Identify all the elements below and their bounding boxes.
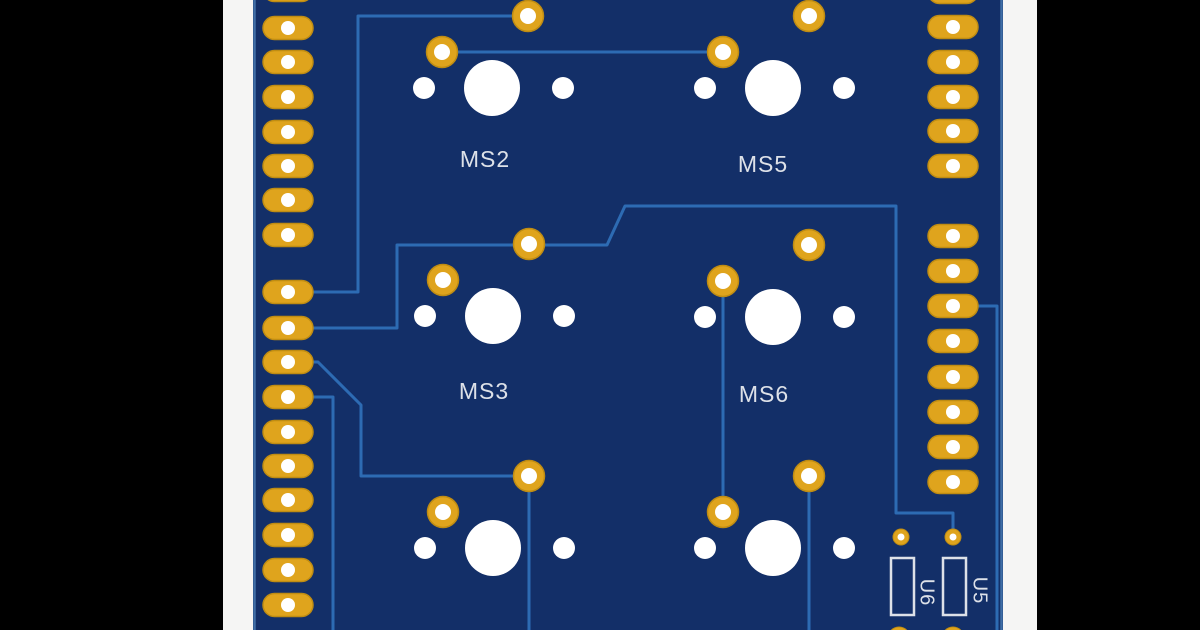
drill-hole (801, 237, 817, 253)
ic-outline-u6 (889, 556, 916, 617)
drill-hole (281, 285, 295, 299)
drill-hole (281, 125, 295, 139)
ic-label-u6: U6 (915, 578, 938, 607)
drill-hole (801, 468, 817, 484)
switch-center-hole (465, 288, 521, 344)
switch-fixing-hole (694, 77, 716, 99)
bottom-pad (890, 626, 908, 630)
drill-hole (946, 370, 960, 384)
switch-label-ms3: MS3 (458, 378, 510, 404)
drill-hole (946, 90, 960, 104)
bottom-pad (944, 626, 962, 630)
drill-hole (946, 440, 960, 454)
drill-hole (281, 355, 295, 369)
drill-hole (281, 598, 295, 612)
drill-hole (281, 159, 295, 173)
drill-hole (281, 459, 295, 473)
drill-hole (946, 475, 960, 489)
header-pad (930, 0, 976, 5)
switch-fixing-hole (413, 77, 435, 99)
copper-trace (286, 14, 530, 294)
switch-label-ms5: MS5 (737, 151, 789, 177)
switch-center-hole (464, 60, 520, 116)
drill-hole (281, 425, 295, 439)
switch-fixing-hole (833, 306, 855, 328)
drill-hole (281, 55, 295, 69)
switch-center-hole (745, 60, 801, 116)
switch-fixing-hole (694, 306, 716, 328)
switch-center-hole (745, 289, 801, 345)
switch-label-ms2: MS2 (459, 146, 511, 172)
header-pad (267, 0, 309, 3)
drill-hole (435, 272, 451, 288)
drill-hole (801, 8, 817, 24)
drill-hole (281, 228, 295, 242)
drill-hole (435, 504, 451, 520)
drill-hole (946, 264, 960, 278)
drill-hole (715, 44, 731, 60)
drill-hole (281, 321, 295, 335)
drill-hole (281, 528, 295, 542)
drill-hole (281, 90, 295, 104)
drill-hole (281, 193, 295, 207)
drill-hole (946, 55, 960, 69)
drill-hole (946, 405, 960, 419)
drill-hole (946, 299, 960, 313)
drill-hole (434, 44, 450, 60)
switch-fixing-hole (553, 305, 575, 327)
switch-fixing-hole (833, 537, 855, 559)
switch-label-ms6: MS6 (738, 381, 790, 407)
switch-fixing-hole (553, 537, 575, 559)
copper-trace (286, 204, 955, 539)
ic-outline-u5 (941, 556, 968, 617)
drill-hole (949, 533, 957, 541)
drill-hole (281, 21, 295, 35)
drill-hole (281, 390, 295, 404)
drill-hole (946, 124, 960, 138)
drill-hole (281, 563, 295, 577)
drill-hole (946, 159, 960, 173)
pcb-artwork (253, 0, 1003, 630)
drill-hole (715, 504, 731, 520)
drill-hole (281, 493, 295, 507)
switch-fixing-hole (414, 537, 436, 559)
switch-fixing-hole (414, 305, 436, 327)
drill-hole (946, 20, 960, 34)
switch-fixing-hole (552, 77, 574, 99)
switch-center-hole (745, 520, 801, 576)
drill-hole (946, 334, 960, 348)
drill-hole (715, 273, 731, 289)
drill-hole (520, 8, 536, 24)
switch-fixing-hole (833, 77, 855, 99)
ic-label-u5: U5 (968, 576, 991, 605)
switch-fixing-hole (694, 537, 716, 559)
drill-hole (946, 229, 960, 243)
pcb-board: MS2 MS5 MS3 MS6 U6 U5 (253, 0, 1003, 630)
drill-hole (521, 468, 537, 484)
drill-hole (897, 533, 905, 541)
drill-hole (521, 236, 537, 252)
switch-center-hole (465, 520, 521, 576)
